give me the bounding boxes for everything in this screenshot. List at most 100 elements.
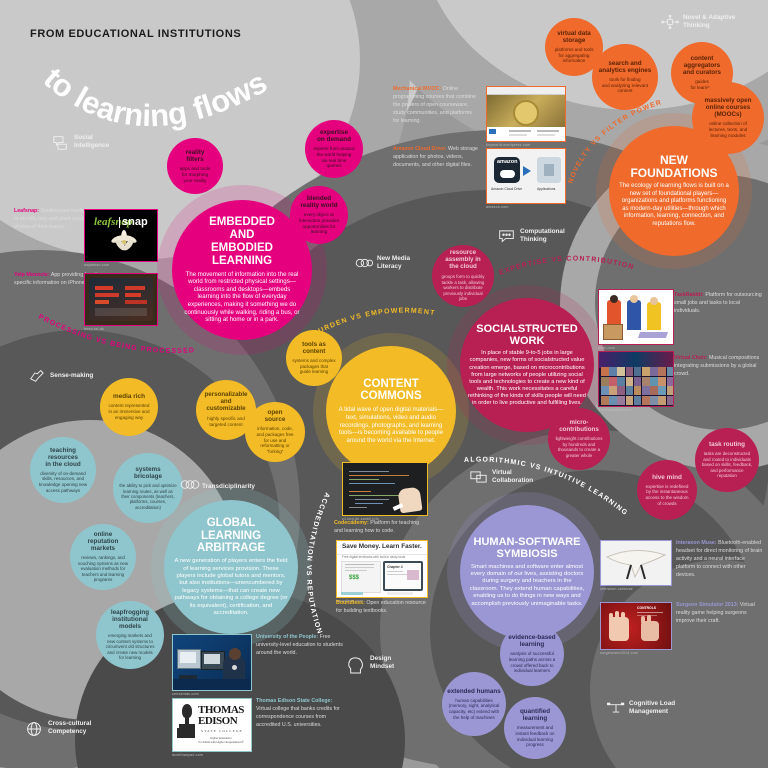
satellite-micro-contributions[interactable]: micro- contributions lightweight contrib… — [548, 408, 610, 470]
satellite-quantified-learning[interactable]: quantified learning measurement and inst… — [504, 697, 566, 759]
satellite-body: experts from around the world helping vi… — [313, 146, 355, 169]
case-name: Codecademy: — [334, 520, 369, 526]
cluster-body: In place of stable 9-to-5 jobs in large … — [468, 350, 586, 407]
skill-cognitive-load-management: Cognitive Load Management — [607, 700, 675, 716]
case-credit: z1.img.dn.zanbil.info — [342, 517, 379, 521]
cluster-title: NEW FOUNDATIONS — [630, 152, 718, 180]
head-profile-icon — [348, 656, 365, 673]
case-image-virtual-choir: 3.bp.blogspot.com — [598, 351, 674, 412]
satellite-body: online collection of lectures, texts, an… — [708, 121, 748, 138]
satellite-title: resource assembly in the cloud — [445, 249, 481, 271]
cluster-human-software-symbiosis[interactable]: HUMAN-SOFTWARE SYMBIOSIS Smart machines … — [460, 505, 594, 639]
satellite-evidence-based-learning[interactable]: evidence-based learning analysis of succ… — [500, 622, 564, 686]
svg-text:BURDEN VS EMPOWERMENT: BURDEN VS EMPOWERMENT — [312, 307, 436, 337]
amazon-left-label: Amazon Cloud Drive — [491, 187, 523, 191]
skill-social-intelligence: Social Intelligence — [52, 134, 109, 153]
case-name: Thomas Edison State College: — [256, 698, 333, 704]
satellite-title: leapfrogging institutional models — [110, 609, 150, 631]
skill-label: Design Mindset — [370, 655, 395, 670]
satellite-search-and-analytics-engines[interactable]: search and analytics engines tools for f… — [592, 44, 658, 110]
thomas-edison-name: THOMAS EDISON — [198, 704, 244, 727]
cluster-title: SOCIALSTRUCTED WORK — [476, 322, 578, 347]
case-desc: Platform for teaching and learning how t… — [334, 520, 420, 534]
satellite-body: lightweight contributions by hundreds an… — [555, 436, 603, 458]
amazon-right-label: Applications — [537, 187, 556, 191]
scale-icon — [607, 701, 625, 716]
satellite-leapfrogging-institutional-models[interactable]: leapfrogging institutional models emergi… — [96, 601, 164, 669]
cluster-content-commons[interactable]: CONTENT COMMONS A tidal wave of open dig… — [326, 346, 456, 476]
svg-text:to learning flows: to learning flows — [37, 60, 273, 133]
satellite-tools-as-content[interactable]: tools as content systems and complex pac… — [286, 330, 342, 386]
satellite-body: tools for finding and analyzing relevant… — [602, 76, 648, 94]
satellite-moocs[interactable]: massively open online courses (MOOCs) on… — [692, 82, 764, 154]
cluster-embedded-and-embodied-learning[interactable]: EMBEDDED AND EMBODIED LEARNING The movem… — [172, 200, 312, 340]
satellite-extended-humans[interactable]: extended humans human capabilities (memo… — [442, 672, 506, 736]
satellite-title: quantified learning — [519, 708, 551, 723]
case-credit: wbbi.com — [598, 346, 615, 350]
case-text-virtual-choir: Virtual Choir: Musical compositions inte… — [674, 355, 762, 379]
svg-text:NOVELTY VS FILTER POWER: NOVELTY VS FILTER POWER — [567, 99, 663, 185]
boundless-sub: Free digital textbooks with built-in stu… — [342, 555, 406, 559]
satellite-title: extended humans — [447, 687, 501, 695]
case-image-thomas-edison-state-college: THOMAS EDISON STATE COLLEGE Higher Educa… — [172, 698, 252, 757]
satellite-title: online reputation markets — [87, 531, 119, 553]
satellite-title: content aggregators and curators — [682, 55, 722, 77]
satellite-task-routing[interactable]: task routing tasks are deconstructed and… — [695, 428, 759, 492]
case-image-interaxon-muse: interaxon.ca/muse — [600, 540, 672, 591]
satellite-online-reputation-markets[interactable]: online reputation markets reviews, ranki… — [70, 524, 136, 590]
satellite-reality-filters[interactable]: reality filters apps and tools for morph… — [167, 138, 223, 194]
satellite-systems-bricolage[interactable]: systems bricolage the ability to pick an… — [113, 453, 183, 523]
case-image-boundless: Save Money. Learn Faster. Free digital t… — [336, 540, 428, 603]
cluster-global-learning-arbitrage[interactable]: GLOBAL LEARNING ARBITRAGE A new generati… — [164, 500, 298, 634]
case-desc: Bluetooth-enabled headset for direct mon… — [676, 540, 763, 578]
case-name: Yelp Monocle: — [14, 272, 50, 278]
globe-icon — [26, 721, 43, 736]
satellite-body: content represented in an immersive and … — [108, 403, 150, 420]
satellite-title: teaching resources in the cloud — [45, 446, 81, 468]
satellite-body: reviews, rankings, and vouching systems … — [77, 555, 129, 583]
satellite-hive-mind[interactable]: hive mind expertise is redefined by the … — [637, 460, 697, 520]
case-name: TaskRabbit: — [674, 292, 704, 298]
case-desc: Web storage application for photos, vide… — [393, 146, 478, 168]
satellite-body: diversity of on-demand skills, resources… — [38, 470, 88, 493]
case-credit: beep.tot.dk — [84, 327, 104, 331]
satellite-body: information, code, and packages free for… — [256, 426, 294, 454]
satellite-body: every object or interaction provides opp… — [299, 212, 339, 235]
case-credit: dcmithanyad.com — [172, 753, 204, 757]
case-text-yelp-monocle: Yelp Monocle: App providing location-spe… — [14, 272, 106, 288]
satellite-body: highly specific and targeted content — [207, 416, 245, 427]
satellite-title: systems bricolage — [134, 466, 162, 481]
satellite-title: expertise on demand — [316, 128, 352, 144]
case-credit: 3.bp.blogspot.com — [598, 408, 631, 412]
thomas-edison-sub: STATE COLLEGE — [201, 729, 243, 733]
satellite-body: human capabilities (memory, sight, analy… — [448, 697, 500, 720]
case-credit: cenvantas.com — [172, 692, 199, 696]
cluster-body: A tidal wave of open digital materials—t… — [338, 406, 444, 444]
axis-accreditation-vs-reputation: ACCREDITATION VS REPUTATION — [282, 488, 352, 648]
satellite-resource-assembly-in-the-cloud[interactable]: resource assembly in the cloud groups fo… — [432, 245, 494, 307]
satellite-body: the ability to pick and optimize learnin… — [119, 483, 177, 510]
satellite-body: analysis of successful learning paths ac… — [508, 651, 556, 674]
axis-algorithmic-vs-intuitive-learning: ALGORITHMIC VS INTUITIVE LEARNING — [462, 452, 652, 532]
three-circles-icon — [180, 479, 200, 494]
case-text-interaxon-muse: Interaxon Muse: Bluetooth-enabled headse… — [676, 540, 764, 580]
case-image-yelp-monocle: beep.tot.dk — [84, 273, 158, 331]
case-name: Surgeon Simulator 2013: — [676, 602, 739, 608]
case-desc: Platform for outsourcing small jobs and … — [674, 292, 762, 314]
satellite-body: emerging markets and new content systems… — [105, 633, 155, 661]
case-desc: Smithsonian Institution app to identify … — [14, 208, 105, 230]
satellite-title: personalizable and customizable — [204, 391, 248, 413]
satellite-expertise-on-demand[interactable]: expertise on demand experts from around … — [305, 120, 363, 178]
case-text-mechanical-mooc: Mechanical MOOC: Online programming cour… — [393, 86, 479, 126]
satellite-blended-reality-world[interactable]: blended reality world every object or in… — [290, 186, 348, 244]
skill-computational-thinking: Computational Thinking — [498, 228, 565, 244]
case-text-leafsnap: Leafsnap: Smithsonian Institution app to… — [14, 208, 106, 232]
satellite-body: groups form to quickly tackle a task, al… — [441, 274, 485, 302]
case-credit: boundless.com — [336, 599, 363, 603]
satellite-teaching-resources-in-the-cloud[interactable]: teaching resources in the cloud diversit… — [30, 437, 96, 503]
satellite-title: hive mind — [652, 473, 682, 481]
satellite-open-source[interactable]: open source information, code, and packa… — [245, 402, 305, 462]
case-text-thomas-edison-state-college: Thomas Edison State College: Virtual col… — [256, 698, 344, 730]
satellite-media-rich[interactable]: media rich content represented in an imm… — [100, 378, 158, 436]
svg-text:ALGORITHMIC VS INTUITIVE LEARN: ALGORITHMIC VS INTUITIVE LEARNING — [464, 457, 629, 518]
